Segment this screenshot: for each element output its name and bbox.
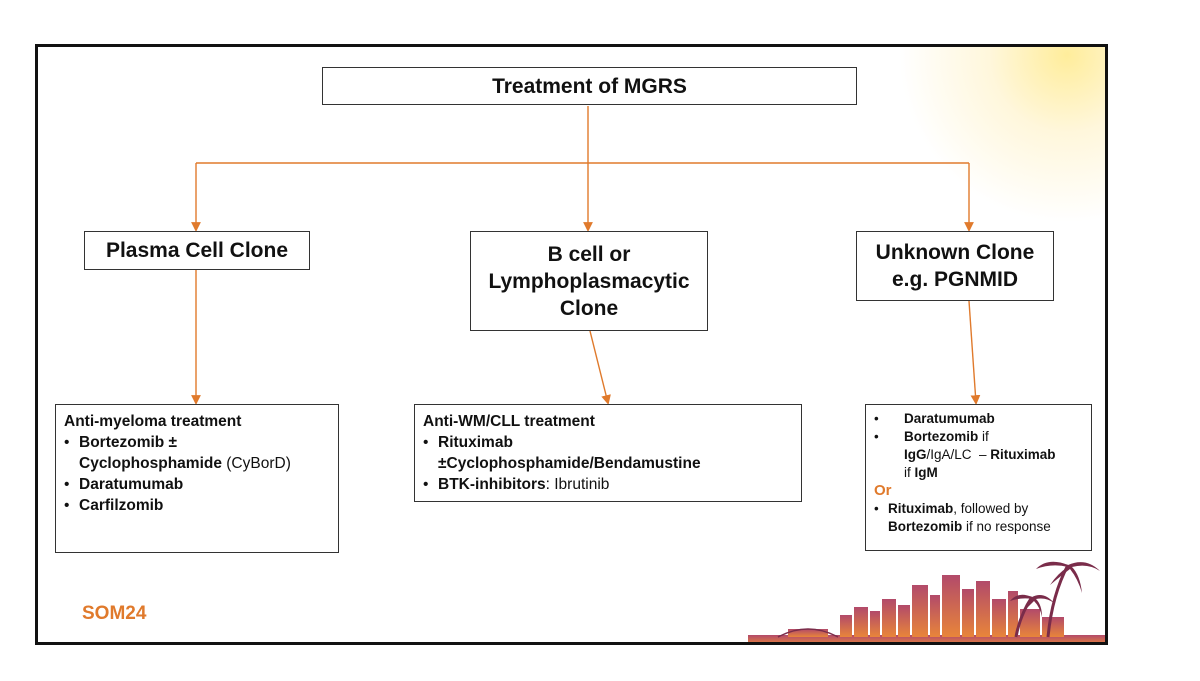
- bullet: •: [874, 429, 879, 444]
- condition-text: if: [978, 429, 989, 444]
- unknown-clone-line2: e.g. PGNMID: [891, 268, 1018, 291]
- plasma-cell-clone-label: Plasma Cell Clone: [105, 239, 289, 262]
- bcell-clone-line2: Lymphoplasmacytic: [488, 269, 690, 293]
- drug-rituximab: Rituximab: [438, 434, 513, 451]
- bullet: •: [64, 476, 70, 493]
- unknown-clone-box: Unknown Clone e.g. PGNMID: [856, 231, 1054, 301]
- list-item: • Daratumumab: [64, 474, 330, 495]
- list-item: • Bortezomib if: [874, 428, 1083, 446]
- bullet: •: [423, 434, 429, 451]
- list-item: • BTK-inhibitors: Ibrutinib: [423, 474, 793, 495]
- anti-myeloma-heading: Anti-myeloma treatment: [64, 413, 242, 430]
- plasma-cell-clone-box: Plasma Cell Clone: [84, 231, 310, 270]
- list-item: • Carfilzomib: [64, 495, 330, 516]
- anti-wm-cll-heading: Anti-WM/CLL treatment: [423, 413, 595, 430]
- drug-bortezomib: Bortezomib: [904, 429, 979, 444]
- anti-wm-cll-box: Anti-WM/CLL treatment • Rituximab ±Cyclo…: [414, 404, 802, 502]
- isotype-iga-lc: /IgA/LC –: [926, 447, 991, 462]
- drug-btk-inhibitors: BTK-inhibitors: [438, 476, 546, 493]
- bcell-clone-line3: Clone: [559, 296, 619, 320]
- list-item: • Daratumumab: [874, 410, 1083, 428]
- connector-lines: [191, 106, 981, 405]
- bcell-clone-box: B cell or Lymphoplasmacytic Clone: [470, 231, 708, 331]
- bcell-clone-line1: B cell or: [547, 242, 631, 266]
- drug-daratumumab: Daratumumab: [79, 476, 184, 493]
- title-text: Treatment of MGRS: [492, 74, 687, 98]
- list-item-continuation: ±Cyclophosphamide/Bendamustine: [423, 453, 793, 474]
- drug-carfilzomib: Carfilzomib: [79, 497, 164, 514]
- list-item-continuation: Cyclophosphamide (CyBorD): [64, 453, 330, 474]
- list-item: • Rituximab: [423, 432, 793, 453]
- isotype-igg: IgG: [904, 447, 927, 462]
- bullet: •: [423, 476, 429, 493]
- drug-ibrutinib: : Ibrutinib: [545, 476, 610, 493]
- anti-myeloma-box: Anti-myeloma treatment • Bortezomib ± Cy…: [55, 404, 339, 553]
- list-item: • Bortezomib ±: [64, 432, 330, 453]
- bullet: •: [64, 497, 70, 514]
- drug-cyclophosphamide: Cyclophosphamide: [79, 455, 222, 472]
- drug-bortezomib: Bortezomib ±: [79, 434, 178, 451]
- drug-cyclophosphamide-bendamustine: ±Cyclophosphamide/Bendamustine: [438, 455, 701, 472]
- arrow-bcell-to-treatment: [589, 330, 611, 405]
- list-item: • Rituximab, followed by: [874, 500, 1083, 518]
- slide: Treatment of MGRS Plasma Cell Clone B ce…: [35, 44, 1108, 645]
- title-box: Treatment of MGRS: [322, 67, 857, 105]
- drug-bortezomib: Bortezomib: [888, 519, 963, 534]
- drug-rituximab: Rituximab: [990, 447, 1056, 462]
- unknown-treatment-box: • Daratumumab • Bortezomib if IgG/IgA/LC…: [865, 404, 1092, 551]
- drug-rituximab: Rituximab: [888, 501, 954, 516]
- bullet: •: [64, 434, 70, 451]
- drug-daratumumab: Daratumumab: [904, 411, 995, 426]
- regimen-cybord: (CyBorD): [221, 455, 291, 472]
- list-item-continuation: IgG/IgA/LC – Rituximab: [874, 446, 1083, 464]
- bullet: •: [874, 501, 879, 516]
- unknown-clone-line1: Unknown Clone: [875, 241, 1035, 264]
- bullet: •: [874, 411, 879, 426]
- som24-logo: SOM24: [82, 603, 147, 624]
- followed-by-text: , followed by: [953, 501, 1029, 516]
- city-skyline-decoration: [748, 561, 1105, 642]
- no-response-text: if no response: [962, 519, 1051, 534]
- arrow-unknown-to-treatment: [968, 300, 981, 405]
- sun-glow: [885, 47, 1105, 237]
- condition-text: if: [904, 465, 915, 480]
- list-item-continuation: if IgM: [874, 464, 1083, 482]
- or-separator: Or: [874, 482, 892, 499]
- isotype-igm: IgM: [914, 465, 938, 480]
- list-item-continuation: Bortezomib if no response: [874, 518, 1083, 536]
